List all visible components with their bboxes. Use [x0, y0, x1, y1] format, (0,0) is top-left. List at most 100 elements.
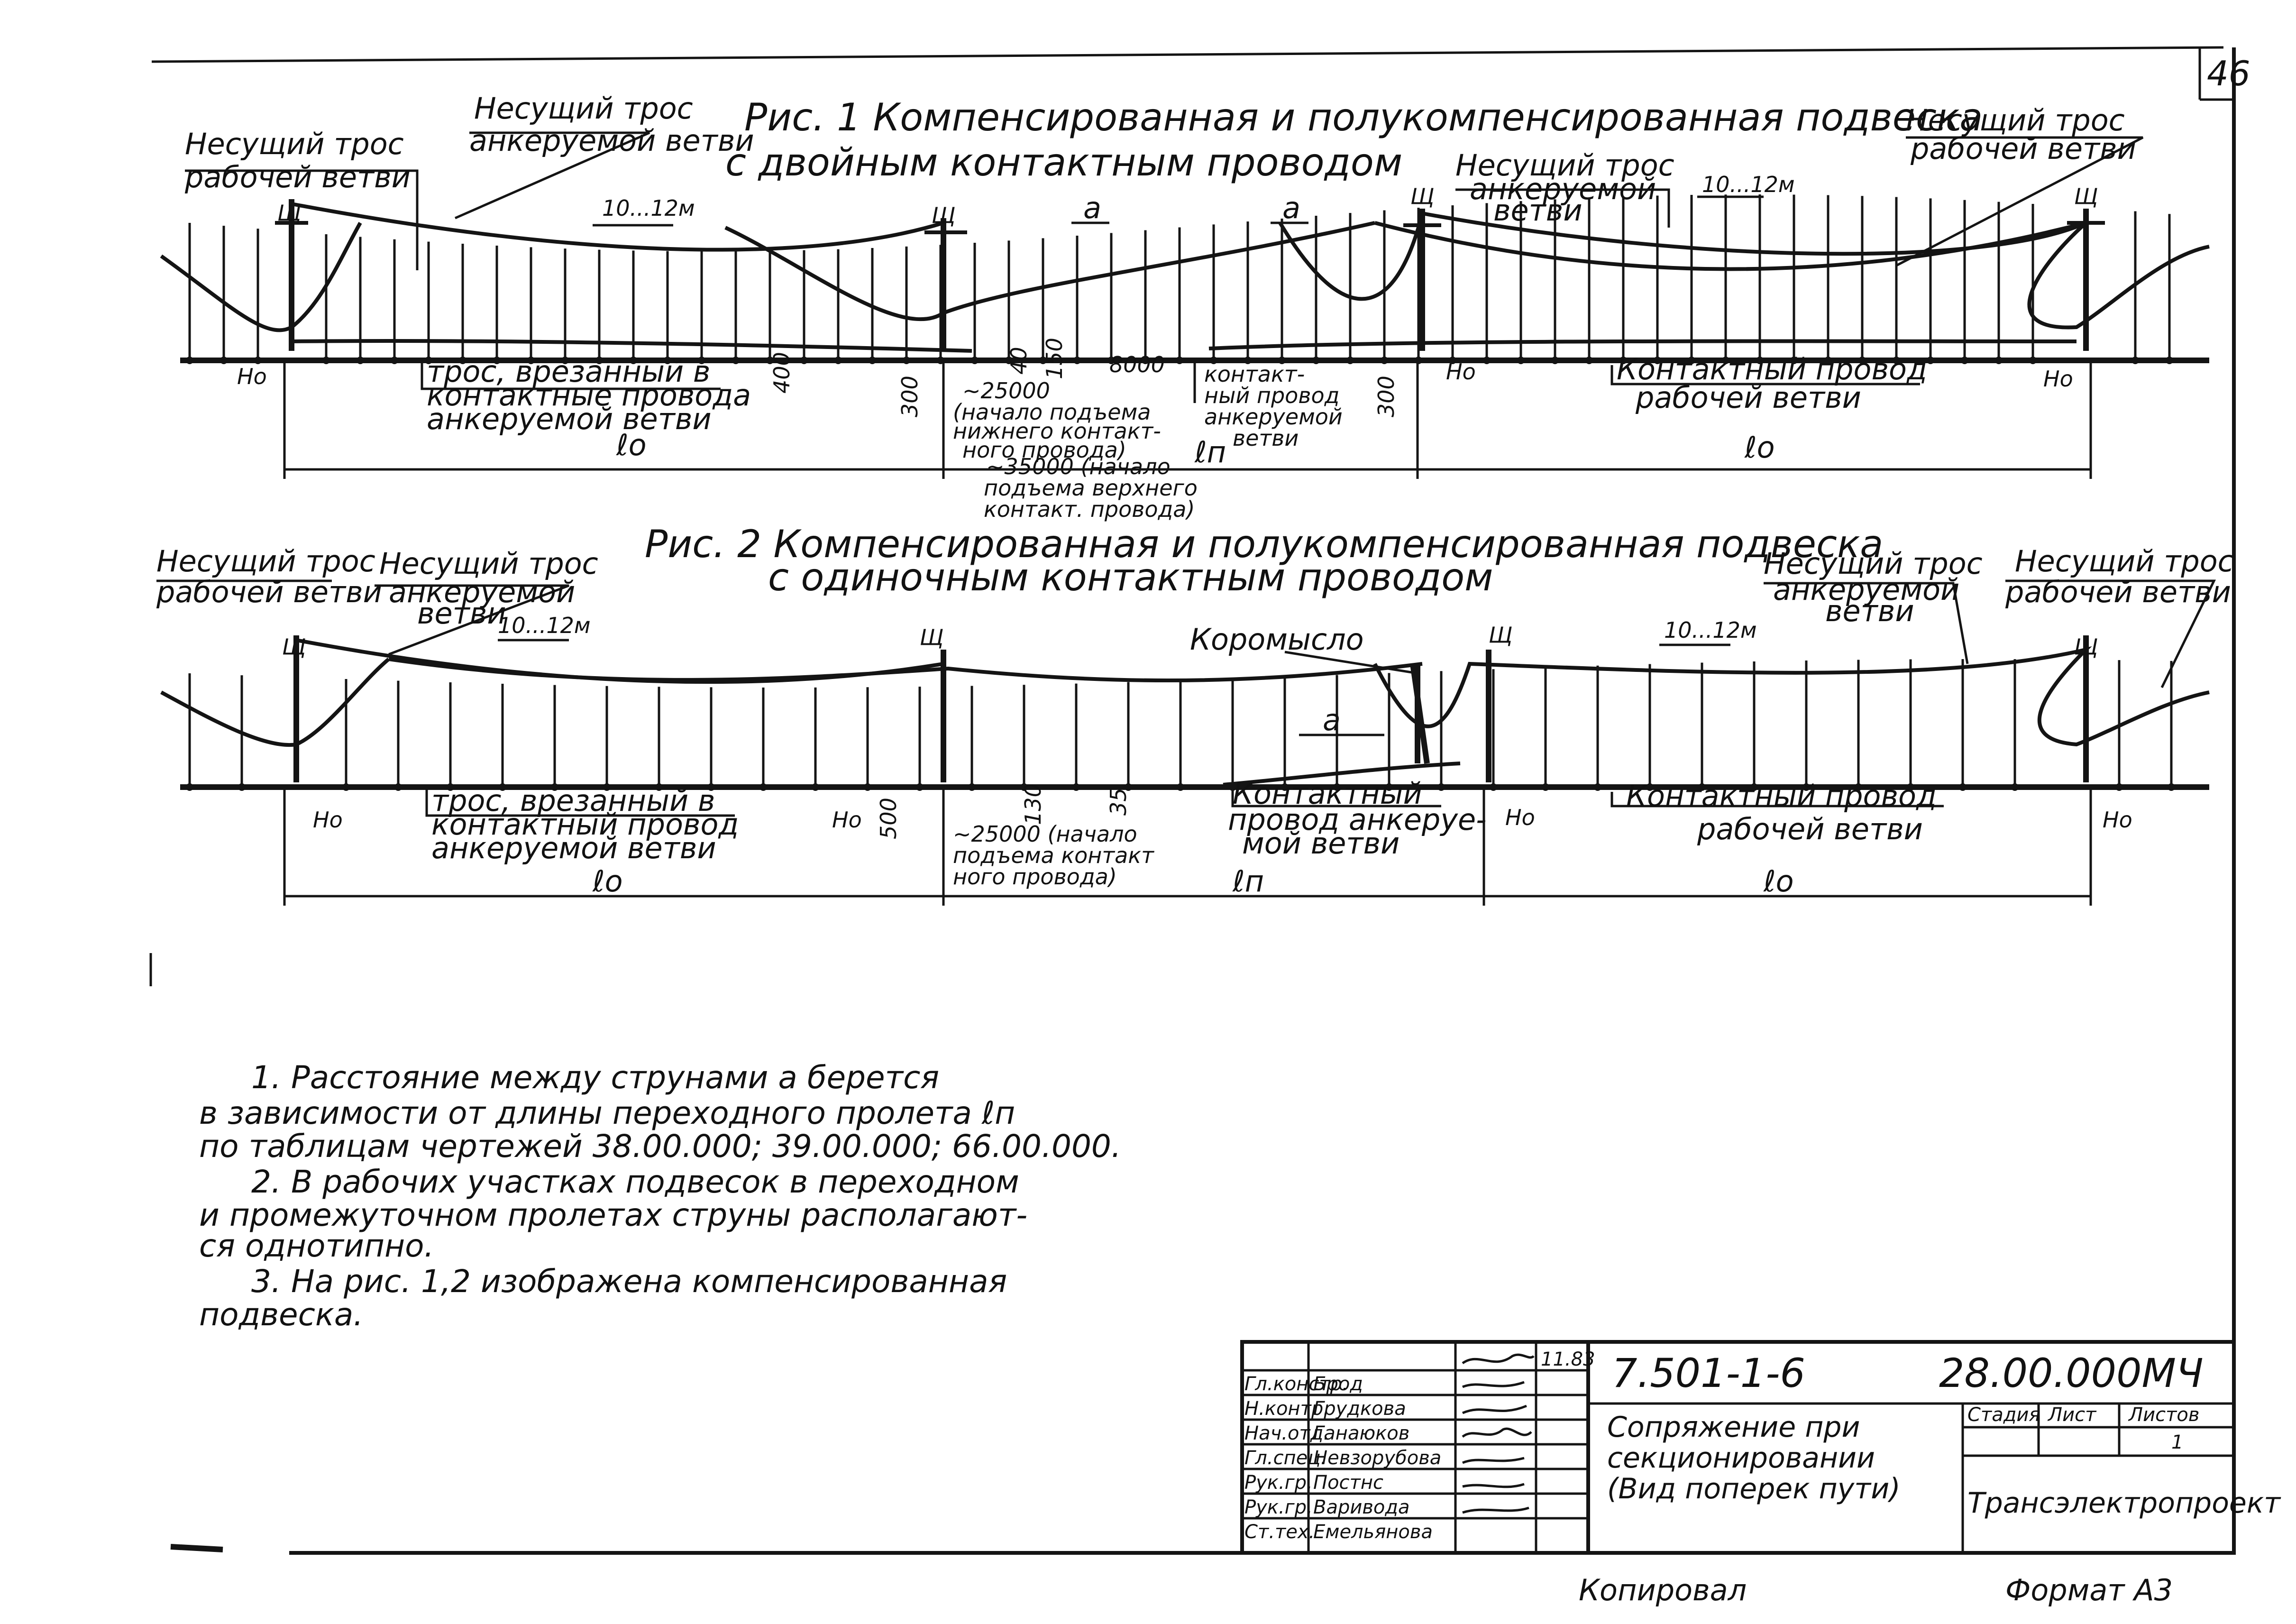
fig1-dimensions: 10...12м 10...12м а а 400 300 40 150 800…: [237, 172, 2092, 479]
fig2-dropper-clamp: [1802, 783, 1810, 791]
fig1-dropper-clamp: [1142, 357, 1149, 364]
fig2-dropper-clamp: [864, 783, 871, 791]
svg-text:рабочей ветви: рабочей ветви: [2005, 575, 2231, 609]
fig1-dropper-clamp: [800, 357, 808, 364]
fig1-title-line1: Рис. 1 Компенсированная и полукомпенсиро…: [744, 95, 1983, 139]
fig1-dropper-clamp: [1995, 357, 2003, 364]
svg-text:рабочей ветви: рабочей ветви: [1910, 131, 2136, 166]
fig1-dropper-clamp: [1312, 357, 1320, 364]
fig2-dropper-clamp: [1855, 783, 1862, 791]
svg-text:а: а: [1282, 191, 1300, 225]
fig1-droppers: [186, 194, 2173, 364]
fig2-title-line2: с одиночным контактным проводом: [768, 555, 1493, 599]
fig2-pole-mid-right: Щ: [1486, 622, 1512, 782]
fig1-dropper-clamp: [1551, 357, 1559, 364]
svg-text:ℓо: ℓо: [592, 864, 623, 899]
fig2-dropper-clamp: [1542, 783, 1549, 791]
svg-text:контактный провод: контактный провод: [431, 807, 739, 842]
fig1-dropper-clamp: [254, 357, 262, 364]
fig2-dropper-clamp: [812, 783, 819, 791]
fig1-dropper-clamp: [561, 357, 569, 364]
svg-text:контакт-: контакт-: [1204, 361, 1305, 387]
svg-text:Контактный: Контактный: [1233, 776, 1422, 811]
svg-text:Несущий трос: Несущий трос: [1906, 103, 2125, 138]
fig1-dropper-clamp: [1381, 357, 1388, 364]
svg-text:Щ: Щ: [282, 634, 306, 660]
svg-text:(начало подъема: (начало подъема: [953, 399, 1151, 425]
fig1-dropper-clamp: [1893, 357, 1900, 364]
svg-text:Несущий трос: Несущий трос: [156, 544, 375, 578]
fig2-dimensions: 10...12м 10...12м а 500 130 35 Но Но Но …: [283, 613, 2132, 906]
fig1-label-carrier-working-right: Несущий трос рабочей ветви: [1906, 103, 2136, 166]
fig1-dropper-clamp: [1073, 357, 1081, 364]
svg-text:трос, врезанный в: трос, врезанный в: [427, 354, 710, 389]
role: Нач.отд.: [1244, 1422, 1329, 1444]
figure-2: Рис. 2 Компенсированная и полукомпенсиро…: [156, 522, 2234, 906]
fig1-dropper-clamp: [630, 357, 637, 364]
fig1-dropper-clamp: [493, 357, 501, 364]
fig2-dropper-clamp: [1229, 783, 1236, 791]
fig1-dropper-clamp: [1961, 357, 1968, 364]
role: Ст.тех.: [1244, 1521, 1315, 1543]
fig2-label-carrier-anchor-right: Несущий трос анкеруемой ветви: [1764, 546, 1983, 628]
fig1-contact-anchor-right: [1208, 339, 2077, 350]
svg-text:Несущий трос: Несущий трос: [2015, 544, 2234, 578]
title-block: 7.501-1-6 28.00.000МЧ Сопряжение при сек…: [1240, 1340, 2281, 1555]
fig1-dropper-clamp: [1278, 357, 1286, 364]
stage-header: Стадия: [1967, 1404, 2040, 1426]
svg-text:а: а: [1083, 191, 1101, 225]
fig1-dropper-clamp: [1688, 357, 1695, 364]
svg-text:Но: Но: [237, 364, 267, 389]
fig2-dropper-clamp: [342, 783, 350, 791]
svg-text:анкеруемой: анкеруемой: [1470, 172, 1656, 206]
svg-text:Но: Но: [2103, 807, 2132, 833]
svg-text:Щ: Щ: [2074, 184, 2098, 209]
person-name: Варивода: [1313, 1496, 1410, 1518]
sheet-number: 46: [2207, 54, 2250, 93]
copied-label: Копировал: [1579, 1573, 1747, 1607]
fig2-dropper-clamp: [1437, 783, 1445, 791]
note-line: подвеска.: [199, 1296, 363, 1333]
fig2-pole-mid-left: Щ: [920, 624, 946, 782]
fig1-dropper-clamp: [834, 357, 842, 364]
fig2-droppers: [186, 659, 2175, 791]
role: Рук.гр.: [1244, 1472, 1313, 1494]
svg-text:Но: Но: [1505, 805, 1535, 830]
fig1-dropper-clamp: [1722, 357, 1729, 364]
fig1-leaders: [185, 131, 2144, 403]
fig2-pole-left: Щ: [282, 634, 306, 782]
doc-title-line1: Сопряжение при: [1607, 1411, 1860, 1444]
fig1-dropper-clamp: [459, 357, 467, 364]
fig2-label-cable-cut-in: трос, врезанный в контактный провод анке…: [431, 783, 739, 865]
note-line: 2. В рабочих участках подвесок в переход…: [251, 1164, 1019, 1200]
svg-text:40: 40: [1006, 347, 1032, 375]
fig1-dropper-clamp: [1756, 357, 1764, 364]
fig2-dropper-clamp: [1177, 783, 1184, 791]
svg-text:Несущий трос: Несущий трос: [185, 127, 404, 161]
svg-text:~25000 (начало: ~25000 (начало: [953, 821, 1137, 847]
role: Рук.гр.: [1244, 1496, 1313, 1518]
person-name: Грудкова: [1313, 1398, 1406, 1420]
fig1-label-start-lower: ~25000 (начало подъема нижнего контакт- …: [953, 378, 1161, 463]
svg-text:Контактный провод: Контактный провод: [1617, 352, 1927, 386]
svg-text:ветви: ветви: [1493, 193, 1583, 228]
role: Гл.констр.: [1244, 1373, 1348, 1395]
fig1-pole-mid-right: Щ: [1403, 184, 1441, 351]
sheet-header: Лист: [2047, 1404, 2097, 1426]
fig2-label-contact-anchor: Контактный провод анкеруе- мой ветви: [1228, 776, 1487, 861]
fig2-dropper-clamp: [1281, 783, 1289, 791]
svg-text:рабочей ветви: рабочей ветви: [1697, 812, 1923, 846]
fig2-dropper-clamp: [968, 783, 976, 791]
fig2-dropper-clamp: [1490, 783, 1497, 791]
svg-text:ного провода): ного провода): [953, 864, 1117, 890]
svg-text:контакт. провода): контакт. провода): [984, 496, 1195, 522]
fig1-dropper-clamp: [766, 357, 774, 364]
approval-date: 11.83: [1541, 1349, 1595, 1370]
person-name: Невзорубова: [1313, 1447, 1441, 1469]
fig1-carrier-working-mid: [724, 221, 1375, 321]
fig1-dropper-clamp: [1176, 357, 1183, 364]
fig1-dropper-clamp: [1210, 357, 1217, 364]
fig2-dropper-clamp: [1333, 783, 1341, 791]
role: Гл.спец.: [1244, 1447, 1326, 1469]
fig1-label-contact-anchor: контакт- ный провод анкеруемой ветви: [1204, 361, 1343, 451]
